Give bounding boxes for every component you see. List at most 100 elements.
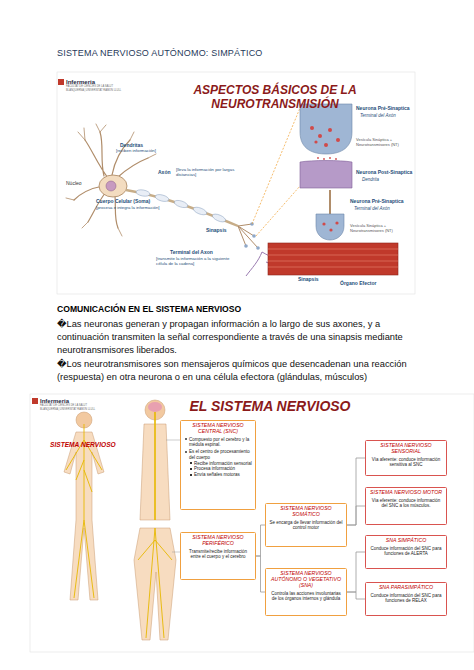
part-name: Neurona Pré-Sinaptica <box>356 106 416 112</box>
box-body: Conduce información del SNC para funcion… <box>369 546 443 557</box>
effector-organ <box>268 255 398 256</box>
effector-organ <box>268 249 398 267</box>
body-figure-center <box>134 400 176 640</box>
part-note: [lleva la información por largas distanc… <box>176 168 236 178</box>
effector-organ <box>335 221 338 224</box>
connector <box>256 556 265 592</box>
synapse-zoom <box>300 104 352 154</box>
body-figure-center <box>138 528 172 638</box>
paragraph: �Las neuronas generan y propagan informa… <box>57 318 419 356</box>
box-body: Se encarga de llevar información del con… <box>269 520 343 531</box>
box-body: Conduce información del SNC para funcion… <box>369 593 443 604</box>
neuron-illustration <box>66 124 156 236</box>
neuron-illustration <box>66 124 300 276</box>
synapse-zoom <box>335 158 337 160</box>
synapse-zoom <box>300 161 352 189</box>
synapse-zoom <box>336 138 340 142</box>
body-figure-center <box>134 528 176 640</box>
neuron-illustration <box>256 246 260 250</box>
part-note: [transmite la información a la siguiente… <box>156 257 240 267</box>
slide-frame <box>30 72 474 652</box>
system-box: SISTEMA NERVIOSO SOMÁTICO Se encarga de l… <box>265 503 347 547</box>
system-box: SISTEMA NERVIOSO MOTOR Vía eferente: cond… <box>365 487 447 525</box>
system-box: SNA PARASIMPÁTICOConduce información del… <box>365 582 447 616</box>
connector <box>347 552 365 592</box>
part-name: Núcleo <box>66 181 96 187</box>
neuron-illustration <box>106 181 116 191</box>
box-heading: SISTEMA NERVIOSO MOTOR <box>369 490 443 496</box>
box-body: Envía señales motoras <box>184 472 252 477</box>
neuron-illustration <box>252 234 256 238</box>
synapse-zoom <box>300 104 352 188</box>
box-body: Compuesto por el cerebro y la médula esp… <box>184 437 252 448</box>
connector <box>347 592 365 599</box>
zoom-leader <box>252 108 300 224</box>
body-figure-left <box>66 424 102 598</box>
connector <box>256 525 265 556</box>
body-figure-left <box>64 412 104 600</box>
neuron-illustration <box>244 244 248 248</box>
neuron-illustration <box>238 224 258 248</box>
part-name: Órgano Efector <box>340 281 400 287</box>
synapse-zoom <box>329 157 331 159</box>
logo-mark <box>58 79 64 85</box>
effector-organ <box>329 190 331 214</box>
system-box: SISTEMA NERVIOSO CENTRAL (SNC)Compuesto … <box>180 420 256 510</box>
connector <box>347 506 365 525</box>
logo-text: Infermeria <box>40 398 100 405</box>
synapse-zoom <box>317 157 319 159</box>
connector <box>347 458 365 525</box>
part-note: Terminal del Axón <box>354 206 412 211</box>
leader-line <box>172 552 180 553</box>
logo-mark <box>32 79 64 404</box>
box-heading: SISTEMA NERVIOSO SOMÁTICO <box>269 506 343 518</box>
zoom-leader <box>256 186 300 236</box>
slide-frame <box>57 72 415 294</box>
effector-organ <box>268 267 398 268</box>
page-title: SISTEMA NERVIOSO AUTÓNOMO: SIMPÁTICO <box>57 48 417 58</box>
effector-organ <box>329 228 332 231</box>
system-box: SISTEMA NERVIOSO AUTÓNOMO O VEGETATIVO (… <box>265 568 347 616</box>
part-note: Vesícula Sináptica + Neurotransmisores (… <box>350 224 410 233</box>
slide-title: EL SISTEMA NERVIOSO <box>150 398 390 414</box>
box-heading: SISTEMA NERVIOSO SENSORIAL <box>369 443 443 455</box>
part-note: [procesa e integra la información] <box>96 206 160 211</box>
neuron-illustration <box>211 213 226 224</box>
effector-organ <box>268 249 398 250</box>
paragraph: �Los neurotransmisores son mensajeros qu… <box>57 358 419 384</box>
synapse-zoom <box>323 158 325 160</box>
logo-text: Infermeria <box>66 79 126 86</box>
part-name: Neurona Pré-Sinaptica <box>350 199 412 205</box>
box-heading: SISTEMA NERVIOSO PERIFÉRICO <box>184 535 252 547</box>
effector-organ <box>316 214 344 240</box>
synapse-zoom <box>310 126 340 147</box>
box-body: Recibe información sensorial <box>184 461 252 466</box>
part-name: Neurona Post-Sinaptica <box>356 170 416 176</box>
box-body: Vía eferente: conduce información del SN… <box>369 498 443 509</box>
effector-organ <box>268 261 398 262</box>
neuron-illustration <box>173 199 188 209</box>
zoom-leader <box>252 108 300 236</box>
system-box: SISTEMA NERVIOSO PERIFÉRICO Transmite/rec… <box>180 532 256 580</box>
part-name: Terminal del Axon <box>170 250 230 256</box>
synapse-zoom <box>310 126 314 130</box>
box-body: Es el centro de procesamiento del cuerpo <box>184 449 252 460</box>
system-box: SISTEMA NERVIOSO SENSORIALVía aferente: … <box>365 440 447 476</box>
figure-label: SISTEMA NERVIOSO <box>50 441 130 449</box>
neuron-illustration <box>99 175 127 197</box>
logo-subtext: BLANQUERNA | UNIVERSITAT RAMON LLULL <box>66 90 156 93</box>
part-name: Dendritas <box>120 143 160 149</box>
box-body: Controla las acciones involuntarias de l… <box>269 591 343 602</box>
part-name: Cuerpo Celular (Soma) <box>96 199 166 205</box>
part-note: Vesícula Sináptica + Neurotransmisores (… <box>356 138 412 147</box>
leader-line <box>166 440 180 552</box>
box-heading: SNA SIMPÁTICO <box>369 538 443 544</box>
synapse-zoom <box>318 134 322 138</box>
neuron-illustration <box>244 222 260 250</box>
box-heading: SISTEMA NERVIOSO AUTÓNOMO O VEGETATIVO (… <box>269 571 343 589</box>
part-note: Terminal del Axón <box>360 113 415 118</box>
part-name: Sinapsis <box>298 277 338 283</box>
box-body: Transmite/recibe información entre el cu… <box>184 549 252 560</box>
slide-frame <box>30 394 474 652</box>
synapse-zoom <box>314 140 317 143</box>
